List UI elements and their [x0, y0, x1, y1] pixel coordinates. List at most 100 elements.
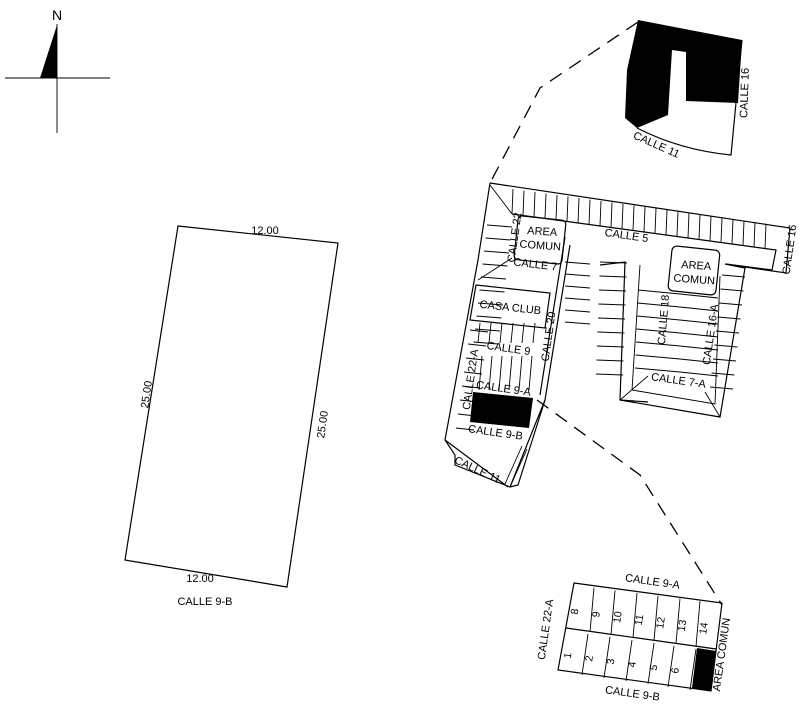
lot-street-label: CALLE 9-B	[177, 596, 232, 608]
lot-number: 1	[562, 652, 575, 660]
lot-divider	[689, 648, 697, 691]
area-comun-1-line1: AREA	[527, 225, 558, 239]
lot-line	[597, 317, 626, 320]
lot-line	[643, 206, 646, 233]
lot-line	[687, 212, 690, 239]
lot-top-dimension: 12.00	[251, 225, 279, 237]
lot-divider	[675, 598, 681, 644]
lot-line	[637, 289, 681, 295]
lot-line	[636, 328, 681, 334]
area-comun-2-line2: COMUN	[673, 273, 715, 288]
detail-street-left: CALLE 22-A	[536, 598, 556, 661]
lot-number: 2	[583, 655, 596, 663]
lot-number: 3	[605, 658, 618, 666]
lot-line	[533, 191, 536, 218]
lot-line	[679, 345, 719, 351]
lot-line	[564, 273, 591, 277]
lot-line	[731, 218, 734, 245]
lot-outline: 12.00 25.00 25.00 12.00 CALLE 9-B	[124, 225, 339, 608]
lot-line	[461, 385, 481, 389]
lot-line	[465, 357, 485, 361]
lot-number: 5	[648, 664, 661, 672]
lot-line	[721, 274, 746, 278]
lot-divider	[647, 642, 655, 685]
lot-line	[709, 215, 712, 242]
lot-line	[511, 188, 514, 215]
lot-line	[610, 202, 613, 228]
lot-number: 4	[626, 661, 639, 669]
lot-line	[598, 303, 626, 306]
top-block: CALLE 11 CALLE 16	[625, 20, 752, 161]
lot-divider	[667, 645, 675, 688]
lot-line	[711, 372, 735, 376]
lot-line	[455, 427, 475, 431]
street-label-calle-11-top: CALLE 11	[631, 130, 681, 161]
lot-line	[599, 200, 602, 227]
lot-divider	[603, 636, 611, 679]
lot-line	[764, 223, 767, 249]
lot-line	[508, 355, 513, 391]
lot-line	[457, 413, 477, 417]
street-label-calle-18: CALLE 18	[656, 294, 672, 345]
lot-line	[753, 221, 756, 248]
lot-line	[476, 315, 502, 319]
lot-line	[588, 199, 591, 225]
lot-line	[482, 263, 508, 267]
lot-line	[459, 399, 479, 403]
lot-line	[528, 355, 533, 391]
lot-line	[555, 194, 558, 221]
lot-line	[636, 315, 681, 321]
lot-line	[679, 293, 719, 299]
lot-line	[532, 322, 536, 344]
lot-line	[566, 196, 569, 222]
lot-line	[596, 345, 625, 348]
lot-left-dimension: 25.00	[139, 380, 155, 409]
street-label-calle-9: CALLE 9	[486, 340, 531, 358]
lot-line	[485, 237, 511, 241]
lot-line	[499, 322, 503, 344]
boundary-line-north	[489, 21, 639, 184]
lot-line	[480, 276, 507, 280]
lot-line	[463, 371, 483, 375]
lot-divider	[632, 593, 638, 638]
lot-line	[599, 275, 627, 278]
lot-line	[483, 250, 510, 254]
lot-divider	[581, 633, 589, 676]
lot-line	[718, 302, 743, 306]
lot-line	[564, 321, 591, 325]
lot-line	[598, 289, 627, 292]
lot-bottom-dimension: 12.00	[186, 573, 214, 585]
lot-line	[715, 330, 740, 334]
lot-line	[621, 203, 624, 230]
area-comun-2-line1: AREA	[681, 259, 712, 273]
lot-line	[635, 341, 681, 347]
street-label-calle-16: CALLE 16	[781, 224, 799, 275]
lot-line	[544, 193, 547, 219]
lot-line	[521, 322, 525, 344]
lot-number: 6	[669, 667, 682, 675]
lot-line	[498, 355, 503, 391]
lot-line	[488, 355, 493, 391]
lot-line	[577, 197, 580, 224]
lot-line	[467, 343, 487, 347]
lot-line	[488, 322, 492, 344]
lot-line	[599, 261, 628, 264]
lot-line	[632, 205, 635, 231]
boundary-line-south	[536, 399, 723, 606]
lot-line	[665, 209, 668, 236]
lot-line	[486, 224, 513, 228]
lot-line	[676, 211, 679, 237]
lot-line	[597, 331, 625, 334]
lot-line	[714, 344, 738, 348]
street-label-calle-16a: CALLE 16-A	[701, 303, 721, 366]
lot-line	[635, 354, 681, 360]
lot-line	[522, 190, 525, 216]
lot-divider	[653, 595, 659, 641]
detail-street-top: CALLE 9-A	[624, 572, 681, 592]
street-label-calle-11: CALLE 11	[452, 454, 502, 486]
housing-complex: CALLE 22 CALLE 7 CALLE 5 CALLE 16 CALLE …	[444, 182, 799, 488]
lot-divider	[625, 639, 633, 682]
lot-line	[477, 302, 504, 306]
casa-club-label: CASA CLUB	[479, 299, 542, 317]
